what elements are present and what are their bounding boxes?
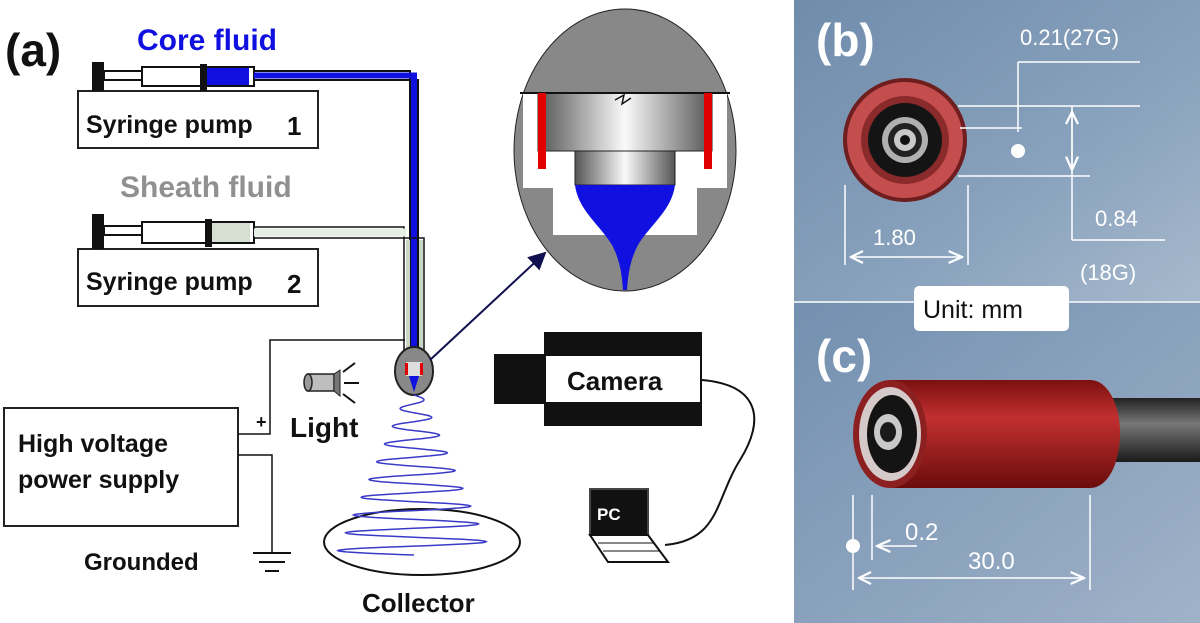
- panel-a: (a) Core fluid Sheath fluid Syringe pump…: [3, 8, 756, 618]
- dimension-lines-b: [844, 61, 1165, 265]
- laptop-screen: [589, 488, 649, 536]
- zoom-arrow: [429, 251, 547, 361]
- dim-gap-label: 0.2: [905, 519, 938, 546]
- pump-1-number: 1: [287, 111, 301, 141]
- camera: Camera: [494, 332, 702, 426]
- nozzle-small: [394, 346, 434, 396]
- syringe-1-piston: [200, 64, 207, 91]
- collector: Collector: [323, 394, 521, 618]
- positive-terminal-label: +: [256, 412, 267, 432]
- dim-mid-label: 0.84: [1095, 206, 1138, 231]
- power-supply-line-1: High voltage: [18, 430, 168, 458]
- camera-cable: [664, 379, 756, 546]
- power-supply-box: [3, 407, 239, 527]
- hv-wire: [238, 339, 405, 435]
- dim-mid-gauge-label: (18G): [1080, 260, 1136, 285]
- panel-b-label: (b): [816, 14, 875, 66]
- laptop-keyboard-icon: [588, 534, 670, 563]
- pump-1-plunger-rod: [103, 70, 143, 81]
- pump-2-name: Syringe pump: [86, 268, 253, 296]
- unit-label: Unit: mm: [923, 296, 1023, 324]
- dim-inner-label: 0.21(27G): [1020, 25, 1119, 50]
- gap-marker: [846, 539, 860, 553]
- pump-1-box: [77, 90, 319, 149]
- pc: PC: [588, 488, 670, 563]
- light-source: Light: [290, 362, 359, 443]
- pc-label: PC: [597, 505, 621, 524]
- panel-a-label: (a): [5, 24, 61, 76]
- dim-length-label: 30.0: [968, 548, 1015, 575]
- pump-2-plunger-rod: [103, 225, 143, 236]
- syringe-1-core-fluid: [205, 68, 249, 85]
- camera-lens: [494, 354, 544, 404]
- inner-dia-marker: [1011, 144, 1025, 158]
- sheath-tubing: [254, 226, 425, 350]
- ground-wire: [238, 454, 273, 553]
- dimension-lines-c: [852, 495, 1091, 590]
- needle-sleeve: [890, 380, 1120, 488]
- pump-2-plunger-head: [92, 214, 104, 249]
- camera-label: Camera: [567, 366, 663, 396]
- syringe-2-sheath-fluid: [210, 223, 250, 242]
- light-label: Light: [290, 412, 358, 443]
- unit-box: [914, 286, 1069, 331]
- power-supply-line-2: power supply: [18, 466, 179, 494]
- grounded-label: Grounded: [84, 549, 199, 576]
- syringe-pump-1: Syringe pump 1: [77, 62, 319, 149]
- power-supply: High voltage power supply + Grounded: [3, 339, 405, 576]
- collector-plate: [323, 508, 521, 576]
- panel-c: (c) 0.2 30.0: [794, 301, 1200, 623]
- core-fluid-label: Core fluid: [137, 24, 277, 57]
- dim-outer-label: 1.80: [873, 225, 916, 250]
- pump-2-box: [77, 248, 319, 307]
- syringe-2-piston: [205, 219, 212, 247]
- panel-b: (b) 0.21(27G) 1.80 0.84 (18G): [794, 0, 1200, 301]
- pump-1-plunger-head: [92, 62, 104, 91]
- pump-1-name: Syringe pump: [86, 111, 253, 139]
- panel-c-label: (c): [816, 330, 872, 382]
- fiber-jet: [336, 394, 488, 556]
- nozzle-enlarged: [513, 8, 737, 292]
- sheath-fluid-label: Sheath fluid: [120, 171, 292, 204]
- collector-label: Collector: [362, 588, 475, 618]
- syringe-pump-2: Syringe pump 2: [77, 214, 319, 307]
- pump-2-number: 2: [287, 269, 301, 299]
- unit-label-box: Unit: mm: [914, 286, 1069, 331]
